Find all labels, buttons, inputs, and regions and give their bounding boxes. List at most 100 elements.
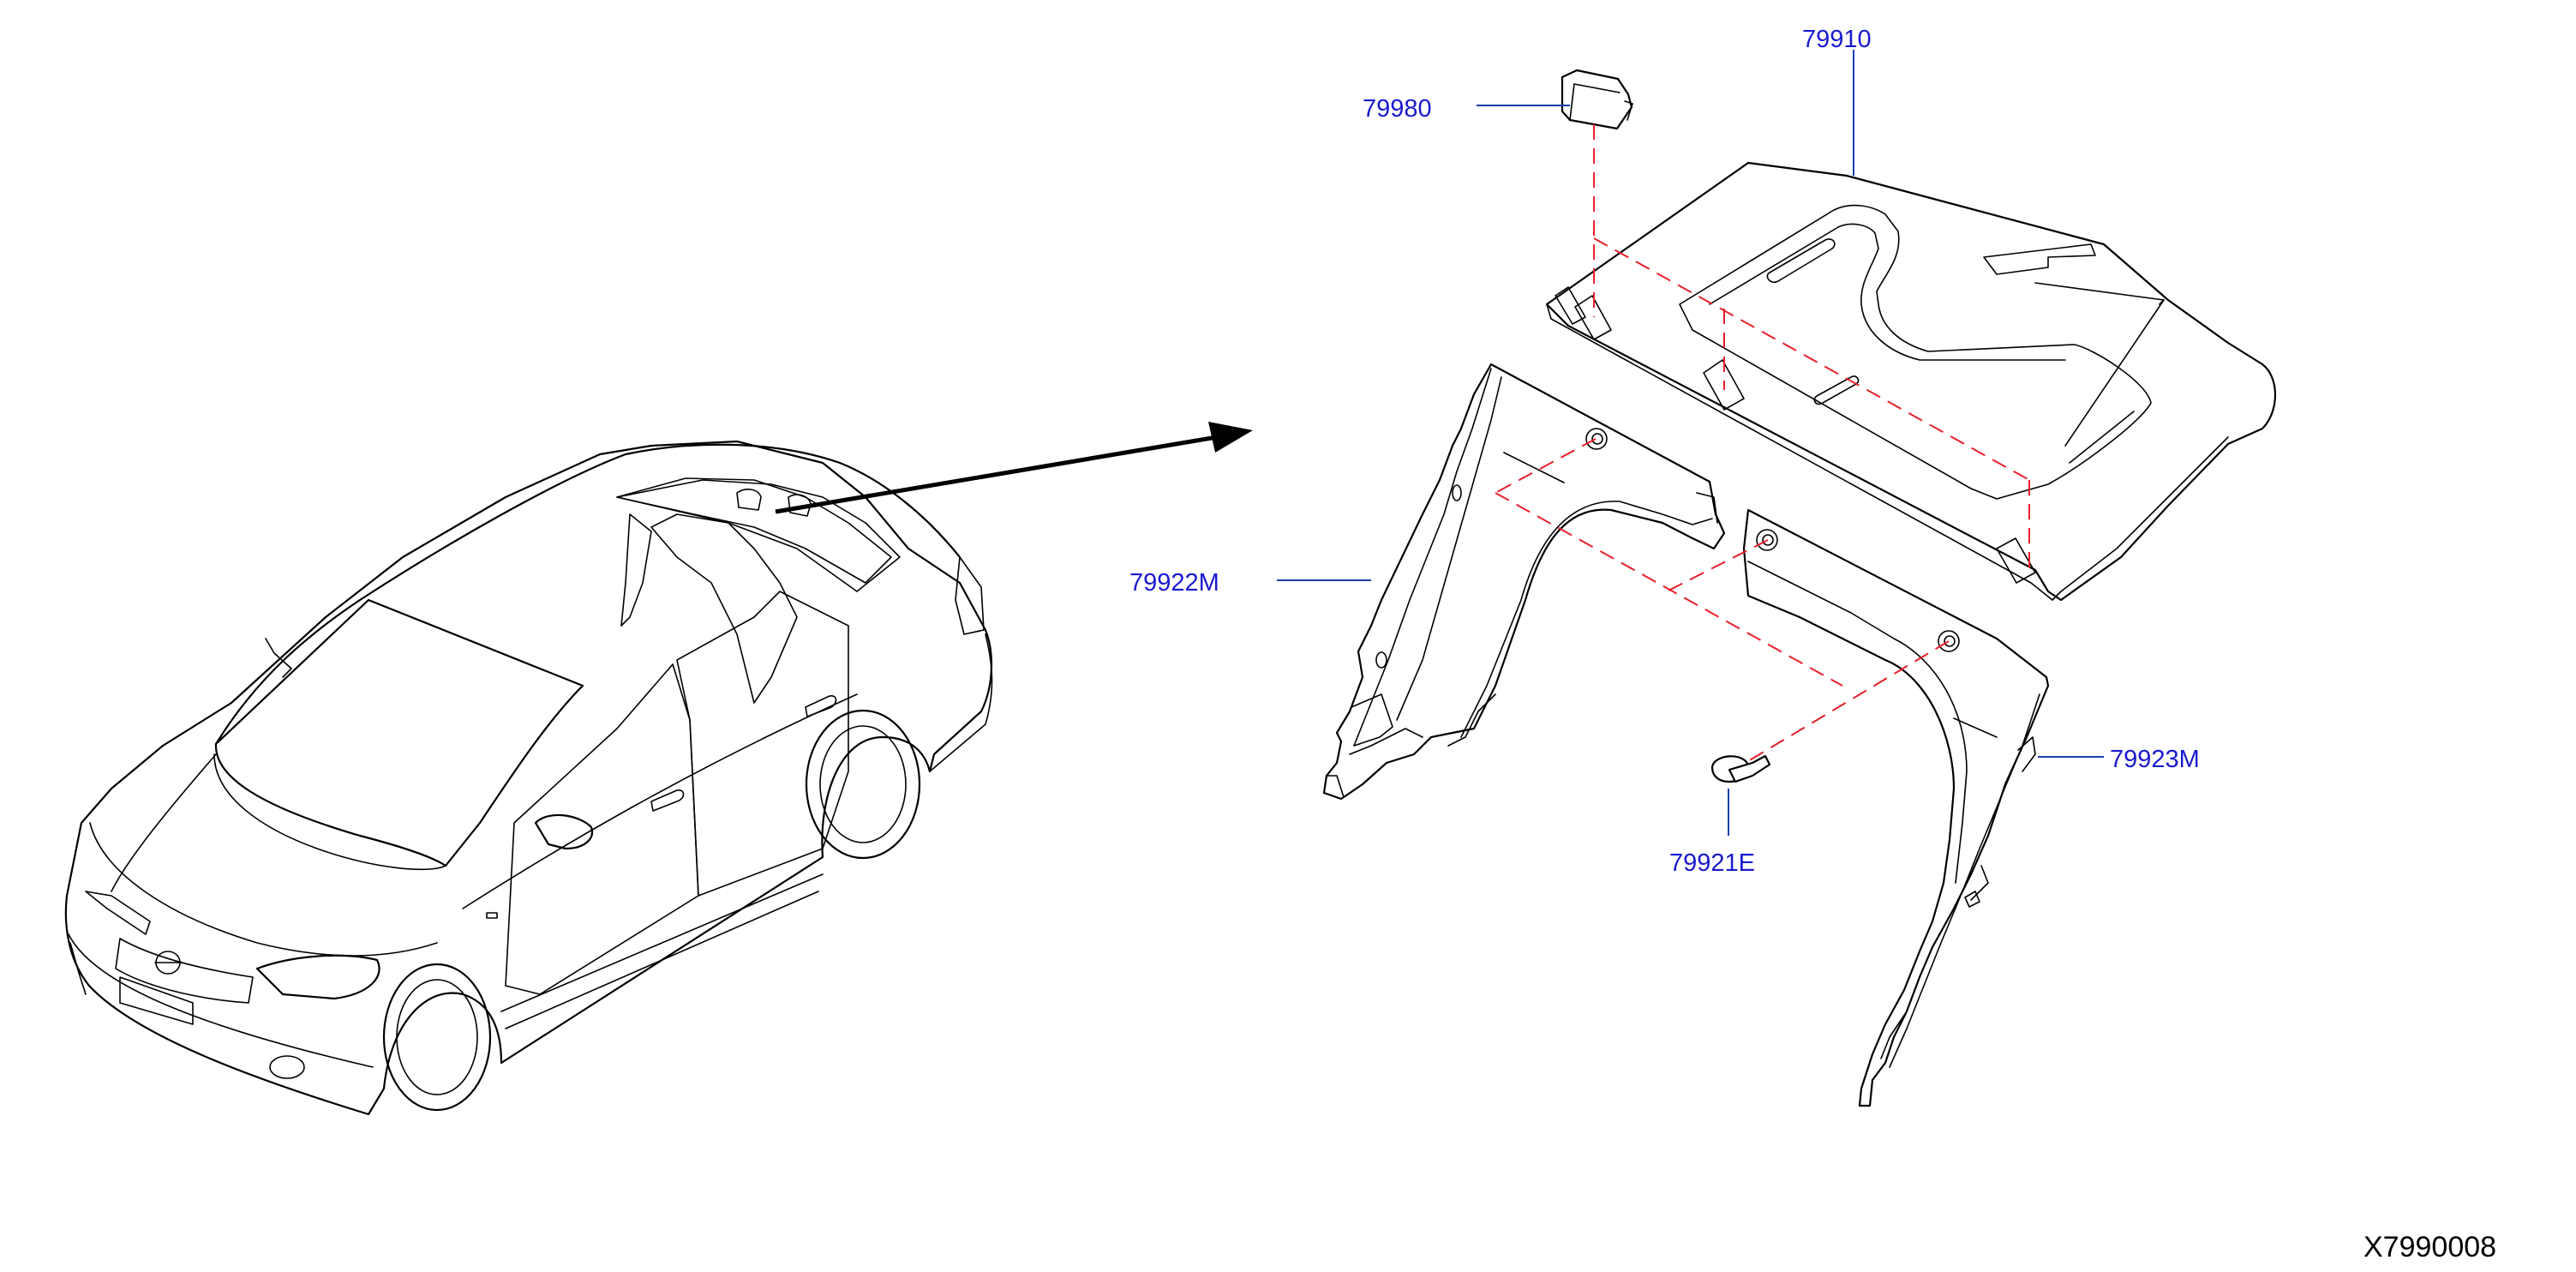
part-clip [1710, 754, 1771, 783]
rear-headrest-2 [788, 494, 812, 517]
headlight-left [85, 891, 151, 935]
vehicle-illustration [64, 440, 993, 1116]
parcel-shelf-right-step [2034, 282, 2165, 301]
pointer-arrow-head [1208, 422, 1253, 453]
belt-line [462, 693, 858, 909]
front-door-handle [650, 789, 685, 812]
side-mirror [534, 813, 594, 850]
assembly-lines [1495, 124, 2030, 762]
parcel-shelf-speaker-slope [2064, 299, 2165, 447]
windshield [214, 598, 584, 867]
rear-wheel-inner [819, 725, 907, 843]
leader-lines [1277, 50, 2104, 836]
part-finisher-rear-left [1322, 363, 1726, 801]
rear-door-handle [805, 695, 837, 717]
rear-pillar-left [620, 513, 652, 627]
part-finisher-rear-right [1742, 508, 2050, 1107]
right-finisher-ridge [1970, 865, 1989, 901]
left-finisher-inner-contour [1353, 368, 1492, 747]
left-finisher-notch [1696, 492, 1718, 524]
right-finisher-clip-boss-1 [1756, 529, 1778, 551]
right-finisher-mid-line [1953, 717, 1998, 738]
parcel-shelf-inner-recess [1709, 223, 2066, 361]
front-grille [115, 938, 254, 1004]
left-finisher-clip-boss-inner [1591, 433, 1603, 445]
parcel-shelf-left-tab [1555, 286, 1586, 325]
roof-antenna [265, 638, 292, 678]
rear-pillar-trim [650, 513, 798, 704]
rear-window [616, 479, 901, 592]
rear-door-outline [676, 591, 849, 897]
left-finisher-line [1503, 452, 1565, 483]
dash-shelf-diagonal [1593, 237, 2030, 481]
rocker-line-lower [505, 891, 819, 1029]
pointer-arrow-shaft [775, 435, 1218, 514]
dash-right-boss [1666, 539, 1769, 592]
pointer-arrow [775, 422, 1253, 514]
parcel-shelf-rear-edge [2052, 436, 2229, 601]
car-roof [214, 443, 962, 746]
callout-79910: 79910 [1802, 26, 1872, 53]
left-finisher-mount [1447, 693, 1496, 747]
left-finisher-arch-inner [1460, 501, 1713, 738]
left-finisher-pocket [1351, 693, 1393, 747]
car-body-outline [64, 440, 993, 1116]
parcel-shelf-right-lip [2069, 411, 2135, 464]
side-marker [486, 912, 498, 919]
left-finisher-hole-mid [1375, 651, 1387, 669]
right-finisher-arch [1747, 561, 1968, 884]
right-finisher-lower-lip [1880, 1011, 1908, 1059]
left-finisher-edge [1396, 376, 1502, 721]
dash-boss-left [1495, 438, 1597, 494]
right-finisher-slot [1964, 891, 1980, 908]
right-finisher-outline [1742, 508, 2050, 1107]
license-plate [119, 976, 194, 1025]
callout-79921E: 79921E [1669, 849, 1755, 877]
fog-lamp [269, 1055, 305, 1079]
parcel-shelf-front-edge [1546, 303, 2053, 601]
callout-labels: 79910 79980 79922M 79923M 79921E [1129, 26, 2200, 877]
right-finisher-clip-boss-2 [1938, 630, 1960, 652]
front-wheel-inner [396, 979, 478, 1095]
left-finisher-hole-top [1452, 484, 1462, 501]
cap-notch [1624, 100, 1633, 121]
front-door-outline [505, 663, 699, 995]
parcel-shelf-center-recess [1679, 204, 2152, 500]
dash-left-to-clip-path [1495, 492, 1843, 687]
trunk-shelf-area [616, 477, 892, 584]
left-finisher-outline [1322, 363, 1726, 801]
rear-wheel [805, 709, 921, 860]
callout-79922M: 79922M [1129, 569, 1219, 597]
rear-headrest [736, 489, 762, 511]
left-finisher-lower-step [1349, 728, 1423, 755]
right-finisher-rear-contour [1889, 693, 2040, 1068]
right-finisher-clip-boss-1-inner [1762, 534, 1774, 546]
front-wheel [382, 963, 492, 1112]
callout-79980: 79980 [1363, 95, 1432, 123]
rocker-line [500, 873, 824, 1012]
drawing-code: X7990008 [2363, 1231, 2496, 1263]
parcel-shelf-right-flap [1983, 243, 2096, 275]
left-finisher-lower-tab [1326, 775, 1345, 798]
headlight-right [255, 954, 380, 1000]
part-finisher-rear-parcel-shelf [1545, 161, 2277, 602]
callout-79923M: 79923M [2110, 746, 2200, 773]
parcel-shelf-clip-box-2 [1703, 359, 1745, 411]
rear-bumper [929, 633, 993, 772]
right-finisher-pocket [2017, 736, 2036, 772]
hood-edge [89, 822, 438, 957]
part-cap [1561, 69, 1633, 130]
right-finisher-clip-boss-2-inner [1944, 635, 1956, 647]
clip-stem [1728, 754, 1771, 783]
front-lower-intake [69, 942, 87, 995]
rear-lamp [955, 556, 985, 635]
dash-right-boss-2 [1747, 640, 1950, 762]
parcel-shelf-clip-box-1 [1574, 295, 1612, 340]
hood-crease-left [111, 753, 217, 892]
parcel-shelf-outline [1545, 161, 2277, 602]
parcel-shelf-clip-box-3 [1996, 537, 2036, 584]
left-finisher-clip-boss [1585, 428, 1608, 450]
parcel-shelf-slot [1766, 238, 1836, 283]
front-bumper [68, 933, 374, 1068]
